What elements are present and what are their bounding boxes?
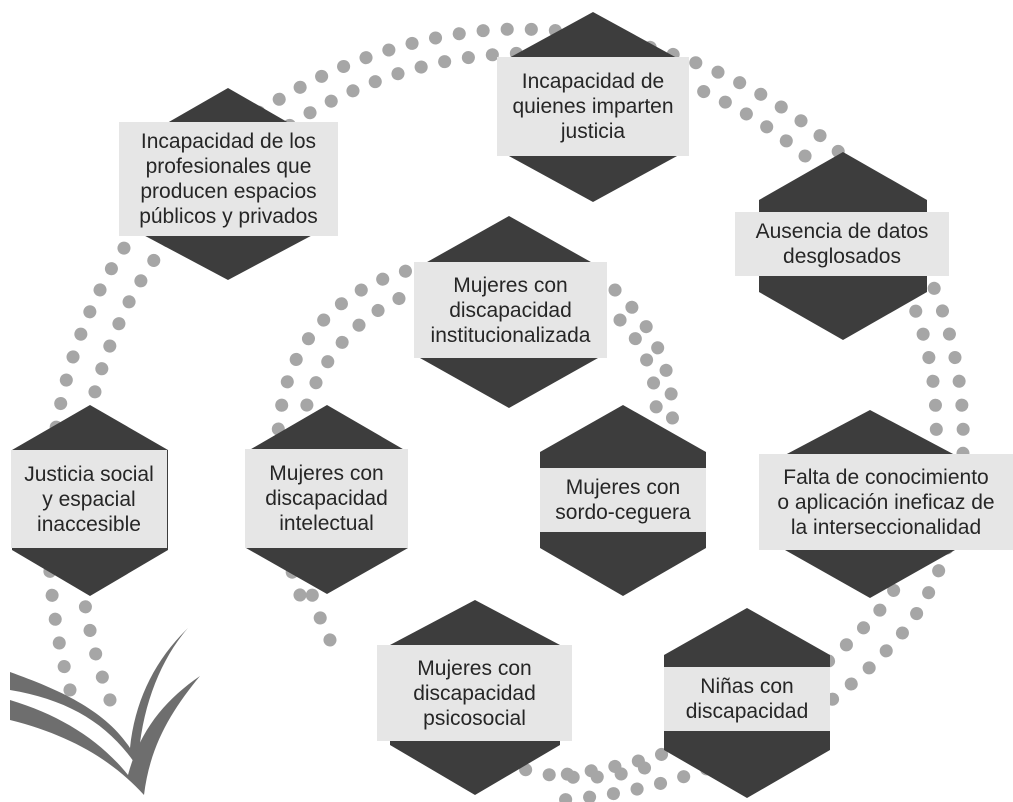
label-text: Mujeres con discapacidad intelectual bbox=[265, 462, 388, 535]
label-text: Mujeres con sordo-ceguera bbox=[555, 476, 691, 524]
label-institucionalizada: Mujeres con discapacidad institucionaliz… bbox=[414, 262, 607, 358]
label-intelectual: Mujeres con discapacidad intelectual bbox=[245, 449, 408, 548]
inner-ring-dots-b bbox=[270, 263, 417, 602]
label-text: Incapacidad de los profesionales que pro… bbox=[139, 130, 318, 228]
label-justicia-social: Justicia social y espacial inaccesible bbox=[11, 450, 167, 548]
label-text: Mujeres con discapacidad psicosocial bbox=[413, 656, 536, 730]
label-text: Ausencia de datos desglosados bbox=[755, 220, 929, 268]
label-text: Justicia social y espacial inaccesible bbox=[24, 462, 154, 536]
outer-ring-dots-a bbox=[71, 46, 943, 782]
label-ninas: Niñas con discapacidad bbox=[664, 667, 830, 731]
label-sordo-ceguera: Mujeres con sordo-ceguera bbox=[540, 468, 706, 532]
label-text: Mujeres con discapacidad institucionaliz… bbox=[430, 273, 591, 347]
label-text: Falta de conocimiento o aplicación inefi… bbox=[777, 465, 995, 539]
leaf-logo bbox=[10, 628, 200, 795]
label-text: Niñas con discapacidad bbox=[685, 675, 809, 723]
label-incapacidad-justicia: Incapacidad de quienes imparten justicia bbox=[497, 57, 689, 156]
label-incapacidad-profesionales: Incapacidad de los profesionales que pro… bbox=[119, 122, 338, 236]
label-psicosocial: Mujeres con discapacidad psicosocial bbox=[377, 645, 572, 741]
logo-stroke-1 bbox=[10, 628, 188, 768]
label-ausencia-datos: Ausencia de datos desglosados bbox=[735, 212, 949, 276]
inner-ring-dots-c bbox=[608, 283, 679, 447]
label-text: Incapacidad de quienes imparten justicia bbox=[512, 70, 674, 143]
outer-ring-dots-b bbox=[41, 22, 970, 802]
label-falta-conocimiento: Falta de conocimiento o aplicación inefi… bbox=[759, 454, 1013, 550]
